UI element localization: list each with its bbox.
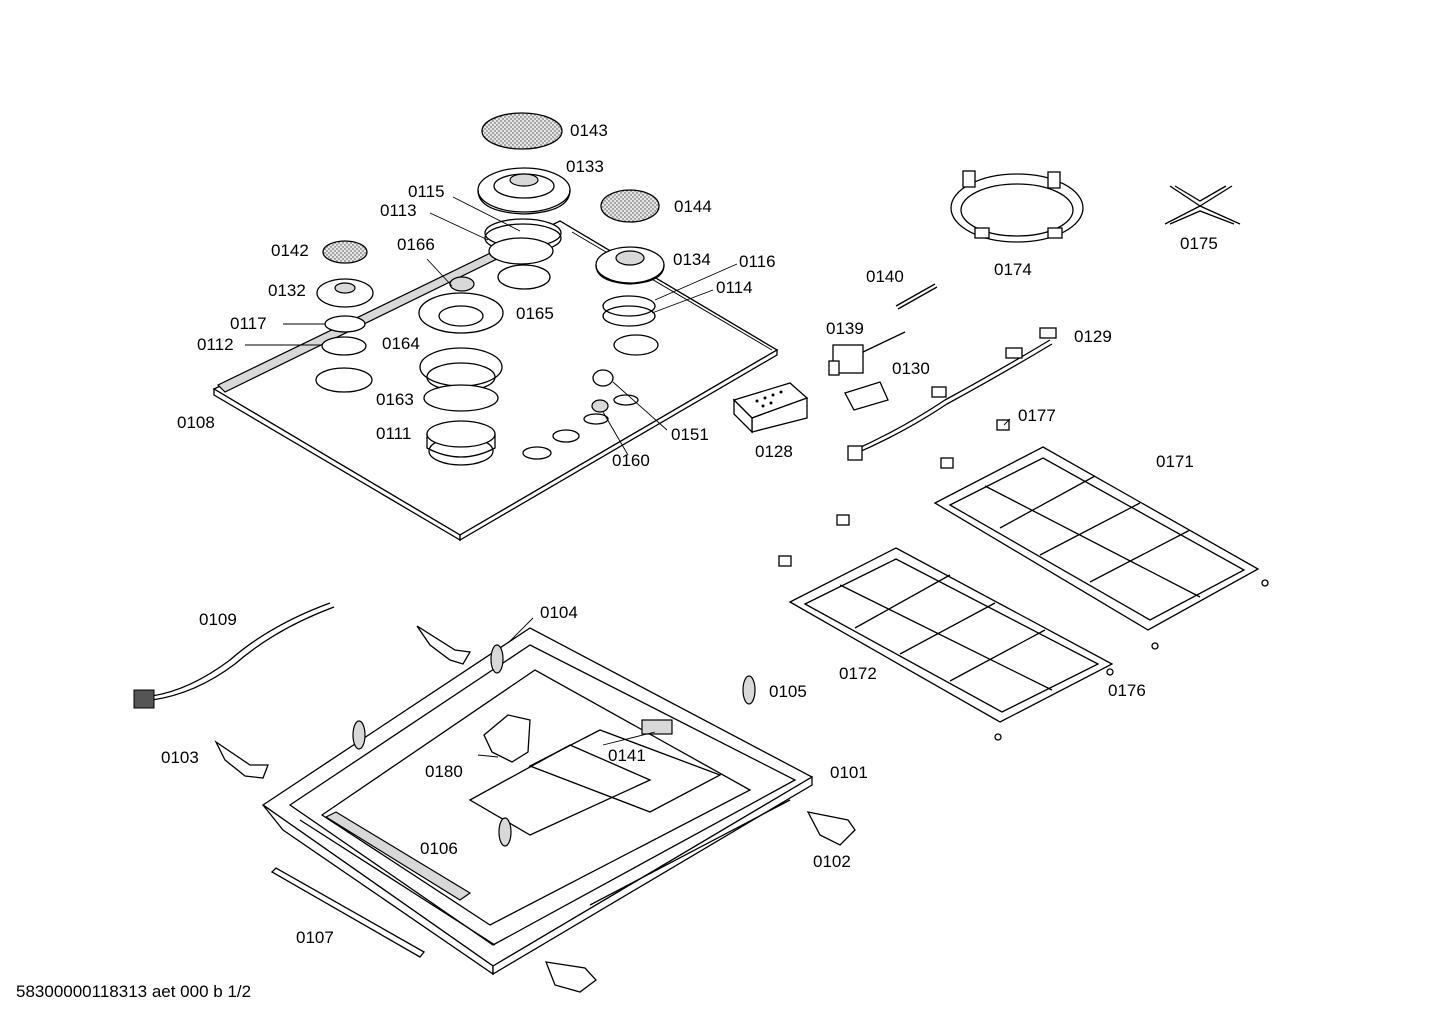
leader-lines-upper: [245, 196, 738, 456]
rubber-feet: [778, 419, 1269, 741]
ignition-module-0139: [828, 331, 906, 376]
part-label-0114: 0114: [716, 278, 753, 297]
leader-0177: [1003, 418, 1011, 426]
bracket-0130: [844, 381, 889, 411]
wok-support-0175: [1164, 185, 1241, 225]
part-label-0141: 0141: [608, 746, 646, 765]
knob-parts: [591, 369, 614, 413]
gas-cable-0109: [133, 602, 335, 709]
part-label-0176: 0176: [1108, 681, 1146, 700]
part-label-0130: 0130: [892, 359, 930, 378]
part-label-0139: 0139: [826, 319, 864, 338]
wok-burner-stack: [418, 276, 504, 458]
part-label-0116: 0116: [739, 252, 776, 271]
part-label-0113: 0113: [380, 201, 417, 220]
part-label-0171: 0171: [1156, 452, 1194, 471]
part-label-0144: 0144: [674, 197, 712, 216]
part-label-0103: 0103: [161, 748, 199, 767]
large-burner-stack: [477, 112, 571, 265]
part-label-0151: 0151: [671, 425, 709, 444]
part-label-0109: 0109: [199, 610, 237, 629]
part-label-0129: 0129: [1074, 327, 1112, 346]
part-label-0104: 0104: [540, 603, 578, 622]
pan-support-0171: [933, 446, 1260, 631]
part-label-0164: 0164: [382, 334, 420, 353]
thermocouple-0140: [895, 283, 938, 310]
part-label-0105: 0105: [769, 682, 807, 701]
part-label-0140: 0140: [866, 267, 904, 286]
part-label-0108: 0108: [177, 413, 215, 432]
document-id: 58300000118313 aet 000 b 1/2: [16, 982, 252, 1001]
part-label-0180: 0180: [425, 762, 463, 781]
left-burner-stack: [316, 240, 374, 356]
part-label-0102: 0102: [813, 852, 851, 871]
part-label-0143: 0143: [570, 121, 608, 140]
wok-ring-0174: [950, 170, 1084, 243]
part-label-0112: 0112: [197, 335, 234, 354]
part-label-0134: 0134: [673, 250, 711, 269]
part-label-0106: 0106: [420, 839, 458, 858]
part-label-0165: 0165: [516, 304, 554, 323]
wiring-harness-0129: [847, 327, 1057, 461]
right-burner-stack: [595, 189, 665, 327]
part-label-0117: 0117: [230, 314, 267, 333]
bracket-0180: [483, 714, 531, 763]
part-label-0174: 0174: [994, 260, 1032, 279]
bottom-tray: [261, 627, 814, 976]
part-label-0172: 0172: [839, 664, 877, 683]
part-label-0166: 0166: [397, 235, 435, 254]
part-label-0111: 0111: [376, 424, 412, 443]
part-label-0132: 0132: [268, 281, 306, 300]
part-label-0163: 0163: [376, 390, 414, 409]
pan-support-0172: [788, 547, 1114, 723]
spark-generator-0128: [732, 382, 809, 434]
leader-lines-lower: [477, 617, 656, 758]
screws-0104-0105-0106: [352, 644, 756, 847]
part-label-0160: 0160: [612, 451, 650, 470]
part-label-0115: 0115: [408, 182, 445, 201]
part-label-0128: 0128: [755, 442, 793, 461]
part-label-0107: 0107: [296, 928, 334, 947]
part-label-0142: 0142: [271, 241, 309, 260]
seal-strip-0107: [270, 867, 425, 958]
part-label-0175: 0175: [1180, 234, 1218, 253]
part-label-0133: 0133: [566, 157, 604, 176]
part-label-0177: 0177: [1018, 406, 1056, 425]
clamps-0103-0102: [214, 625, 856, 993]
part-label-0101: 0101: [830, 763, 868, 782]
